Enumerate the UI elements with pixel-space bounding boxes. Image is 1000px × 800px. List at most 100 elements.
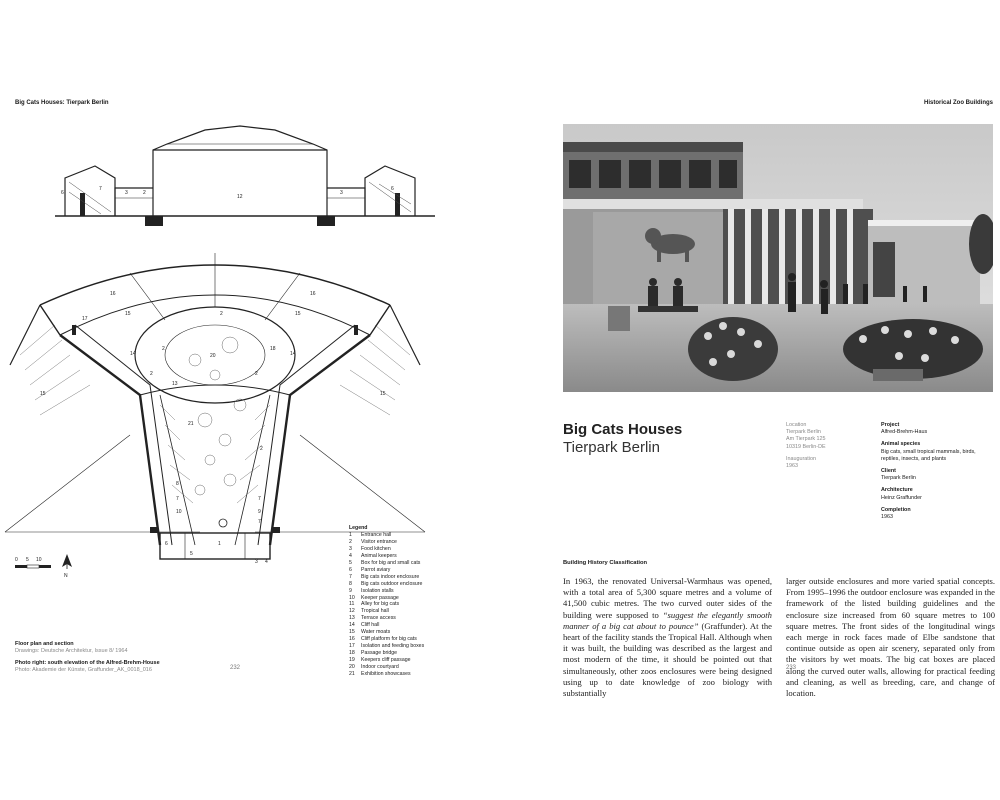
plan-label: 7 [258,496,261,502]
plan-label: 17 [82,316,88,322]
legend-text: Water moats [361,629,391,636]
legend-title: Legend [349,525,368,531]
legend-number: 19 [349,657,355,664]
legend-number: 4 [349,552,352,559]
legend-text: Keeper passage [361,594,399,601]
location-label: Location [786,422,807,428]
legend-text: Keepers cliff passage [361,657,411,664]
legend-number: 9 [349,587,352,594]
plan-label: 21 [188,421,194,427]
legend-item: 12 Tropical hall [349,608,509,615]
caption-source: Photo: Akademie der Künste, Graffunder_A… [15,667,152,674]
location-line: Am Tierpark 125 [786,436,826,443]
plan-label: 20 [210,353,216,359]
plan-label: 2 [255,371,258,377]
legend-number: 2 [349,538,352,545]
caption-source: Drawings: Deutsche Architektur, Issue 8/… [15,648,128,655]
legend-text: Terrace access [361,615,396,622]
caption-title: Floor plan and section [15,641,74,647]
legend-text: Entrance hall [361,531,392,538]
architecture-label: Architecture [881,487,913,494]
legend-number: 13 [349,615,355,622]
client-value: Tierpark Berlin [881,475,916,482]
body-text: In 1963, the renovated Universal-Warmhau… [563,576,772,620]
plan-label: 15 [380,391,386,397]
legend-text: Big cats outdoor enclosure [361,580,423,587]
running-head-left: Big Cats Houses: Tierpark Berlin [15,100,109,106]
plan-label: 14 [130,351,136,357]
plan-label: 15 [295,311,301,317]
project-label: Project [881,422,900,428]
scale-bar: 0 5 10 [15,557,51,569]
scale-label: 10 [36,557,42,563]
page-title: Big Cats Houses [563,421,683,438]
legend-number: 14 [349,622,355,629]
plan-label: 15 [40,391,46,397]
plan-label: 14 [290,351,296,357]
plan-label: 2 [162,346,165,352]
project-block: Project Alfred-Brehm-Haus Animal species… [881,422,996,521]
page-subtitle: Tierpark Berlin [563,439,660,456]
species-label: Animal species [881,441,921,448]
section-label: 6 [391,186,394,192]
plan-label: 2 [220,311,223,317]
legend-item: 6 Parrot aviary [349,567,509,574]
legend-text: Exhibition showcases [361,671,411,678]
legend-number: 12 [349,608,355,615]
section-label: 6 [61,190,64,196]
body-text: (Graffunder). At the heart of the facili… [563,620,772,699]
section-drawing: 6 7 3 2 12 3 6 [55,125,435,226]
plan-label: 18 [270,346,276,352]
section-label: 7 [99,186,102,192]
body-column-1: In 1963, the renovated Universal-Warmhau… [563,576,772,699]
north-label: N [64,573,68,579]
legend-text: Isolation and feeding boxes [361,643,425,650]
legend-text: Indoor courtyard [361,664,399,671]
caption-floor-plan: Floor plan and section Drawings: Deutsch… [15,641,315,656]
project-value: Alfred-Brehm-Haus [881,429,928,436]
client-label: Client [881,468,896,475]
page-number-right: 233 [786,665,797,671]
legend-number: 7 [349,573,352,580]
completion-value: 1963 [881,514,893,521]
legend-number: 17 [349,643,355,650]
plan-label: 4 [265,559,268,565]
legend-number: 10 [349,594,355,601]
legend-text: Tropical hall [361,608,389,615]
plan-label: 7 [258,519,261,525]
species-value: Big cats, small tropical mammals, birds,… [881,448,976,462]
location-line: 10319 Berlin-DE [786,443,826,450]
legend-text: Box for big and small cats [361,559,421,566]
plan-label: 7 [176,496,179,502]
running-head-right: Historical Zoo Buildings [923,100,993,106]
caption-photo: Photo right: south elevation of the Alfr… [15,660,315,675]
legend-item: 19 Keepers cliff passage [349,657,509,664]
inauguration-year: 1963 [786,463,798,470]
legend-text: Big cats indoor enclosure [361,573,420,580]
legend-number: 21 [349,671,355,678]
legend-item: 10 Keeper passage [349,595,509,602]
location-line: Tierpark Berlin [786,429,821,436]
plan-label: 8 [176,481,179,487]
legend-number: 16 [349,636,355,643]
legend-text: Parrot aviary [361,566,391,573]
legend-item: 21 Exhibition showcases [349,671,509,678]
caption-title: Photo right: south elevation of the Alfr… [15,660,160,666]
legend-text: Alley for big cats [361,601,400,608]
body-quote: “suggest the elegantly smooth manner of … [563,609,772,631]
legend-number: 6 [349,566,352,573]
legend-item: 7 Big cats indoor enclosure [349,574,509,581]
section-label: 12 [237,194,243,200]
plan-label: 16 [110,291,116,297]
location-block: Location Tierpark Berlin Am Tierpark 125… [786,422,876,470]
